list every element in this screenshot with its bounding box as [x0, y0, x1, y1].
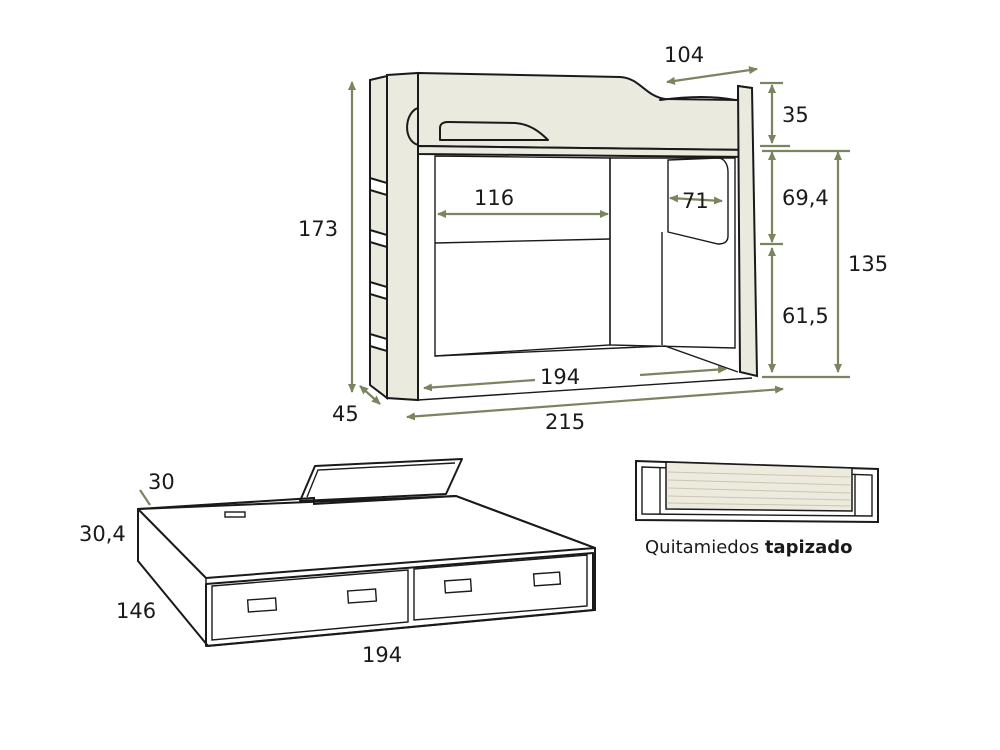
- drawer-right: [413, 554, 588, 621]
- ladder-grip-cutout: [406, 107, 419, 146]
- guard-caption: Quitamiedos tapizado: [645, 537, 853, 558]
- guard-caption-bold: tapizado: [765, 537, 853, 558]
- handle-4: [532, 571, 562, 587]
- ladder: [369, 74, 388, 401]
- handle-1: [246, 597, 278, 613]
- bunk-bed-drawing: [369, 71, 759, 402]
- trundle-gap-tick: [139, 489, 151, 506]
- desk-unit: [434, 155, 739, 373]
- guard-caption-regular: Quitamiedos: [645, 537, 765, 558]
- dim-mattress-gap: 30: [148, 470, 175, 494]
- dim-total-height: 173: [298, 217, 338, 241]
- drawer-front: [205, 552, 594, 647]
- dim-total-length: 215: [545, 410, 585, 434]
- trundle-drawing: [137, 458, 596, 648]
- drawer-left: [211, 569, 409, 641]
- dim-trundle-depth: 146: [116, 599, 156, 623]
- floor-line: [417, 377, 753, 401]
- top-guard-rail: [417, 71, 753, 152]
- dim-under-height: 135: [848, 252, 888, 276]
- dim-lower-clearance: 61,5: [782, 304, 829, 328]
- dim-ladder-depth: 45: [332, 402, 359, 426]
- guard-rail-detail: [635, 459, 879, 524]
- handle-3: [443, 578, 473, 594]
- dim-trundle-length: 194: [362, 643, 402, 667]
- dim-inner-length: 194: [540, 365, 580, 389]
- dim-guard-height: 35: [782, 103, 809, 127]
- bunk-dimension-lines: [348, 66, 850, 421]
- dim-desk-width: 116: [474, 186, 514, 210]
- right-end-panel: [736, 84, 759, 378]
- handle-2: [346, 588, 378, 604]
- bunk-dimension-labels: 104 35 173 116 71 69,4 61,5 135 194 45 2…: [298, 43, 888, 434]
- dim-depth-top: 104: [664, 43, 704, 67]
- trundle-dimension-labels: 30 30,4 146 194: [79, 470, 402, 667]
- lid-latch: [224, 511, 246, 518]
- dim-shelf-width: 71: [682, 189, 709, 213]
- dim-trundle-height: 30,4: [79, 522, 126, 546]
- left-end-panel: [386, 71, 419, 402]
- dim-upper-clearance: 69,4: [782, 186, 829, 210]
- trundle-lid: [299, 458, 463, 502]
